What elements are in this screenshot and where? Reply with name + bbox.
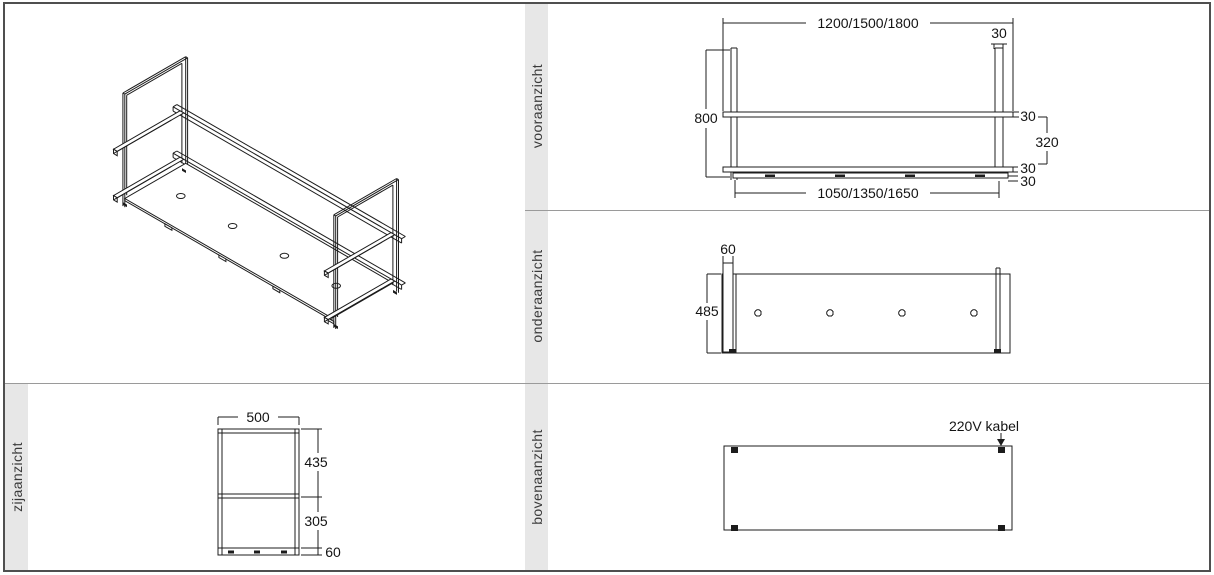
bottom-view: 60 485 [695,241,1011,354]
iso-line [172,106,402,240]
foot-mark [228,550,234,554]
iso-line [401,282,406,286]
iso-line [333,178,397,216]
iso-line [122,92,126,95]
front-view: 1200/1500/1800 30 800 [694,15,1059,201]
iso-line [172,152,402,286]
iso-line [324,241,383,276]
foot-mark [975,174,985,177]
iso-line [333,214,336,217]
mount-tab [731,525,738,531]
side-view: 500 435 305 60 [217,409,341,560]
dim-upper-rail: 30 [1020,108,1036,124]
iso-line [335,179,399,217]
foot-mark [729,349,736,353]
dim-base-height: 60 [325,544,341,560]
dim-plate-depth: 485 [695,303,719,319]
foot-mark [254,550,260,554]
iso-foot [182,168,186,174]
iso-line [124,200,333,321]
iso-line [113,166,172,201]
mounting-hole [970,309,978,317]
iso-cross-rail [112,110,185,152]
dim-depth: 500 [246,409,270,425]
dim-rail-spacing: 320 [1035,134,1059,150]
iso-hole [227,223,238,229]
iso-foot [393,289,397,295]
dim-inner-width: 1050/1350/1650 [817,185,918,201]
mounting-hole [754,309,762,317]
iso-line [185,56,188,59]
iso-line [126,62,183,96]
iso-line [172,150,178,154]
dim-upper-section: 435 [304,454,328,470]
foot-mark [765,174,775,177]
dim-lower-rail: 30 [1020,160,1036,176]
iso-base-plate [123,162,394,319]
isometric-view [112,56,406,329]
dim-post-width: 30 [991,25,1007,41]
mounting-hole [826,309,834,317]
divider-front-bottom [525,210,1211,211]
iso-line [113,119,172,154]
iso-line [337,184,394,218]
iso-plate-tab [218,254,227,263]
mounting-hole [898,309,906,317]
cable-arrow [997,433,1005,446]
iso-hole [279,252,290,259]
dim-lower-section: 305 [304,513,328,529]
iso-plate-tab [164,222,173,232]
iso-line [176,150,406,284]
divider-horizontal-main [4,383,1211,384]
cable-annotation: 220V kabel [949,418,1019,434]
dim-height: 800 [694,110,718,126]
dim-post-depth: 60 [720,241,736,257]
iso-hole [176,193,186,199]
iso-foot [123,202,127,208]
mount-tab [998,447,1005,453]
iso-line [396,178,399,181]
iso-line [176,104,406,237]
iso-plate-tab [272,285,281,294]
iso-line [124,57,188,95]
foot-mark [835,174,845,177]
left-label-strip [5,384,28,571]
iso-line [172,104,178,108]
iso-line [401,236,406,240]
iso-foot [334,324,338,329]
top-view: 220V kabel [723,418,1019,531]
foot-mark [905,174,915,177]
dim-base: 30 [1020,173,1036,189]
dim-total-width: 1200/1500/1800 [817,15,918,31]
iso-line [122,56,186,94]
foot-mark [281,550,287,554]
mount-tab [731,447,738,453]
mount-tab [998,525,1005,531]
center-label-strip [525,4,548,571]
foot-mark [994,349,1001,353]
iso-line [324,287,383,323]
iso-line [172,110,402,244]
